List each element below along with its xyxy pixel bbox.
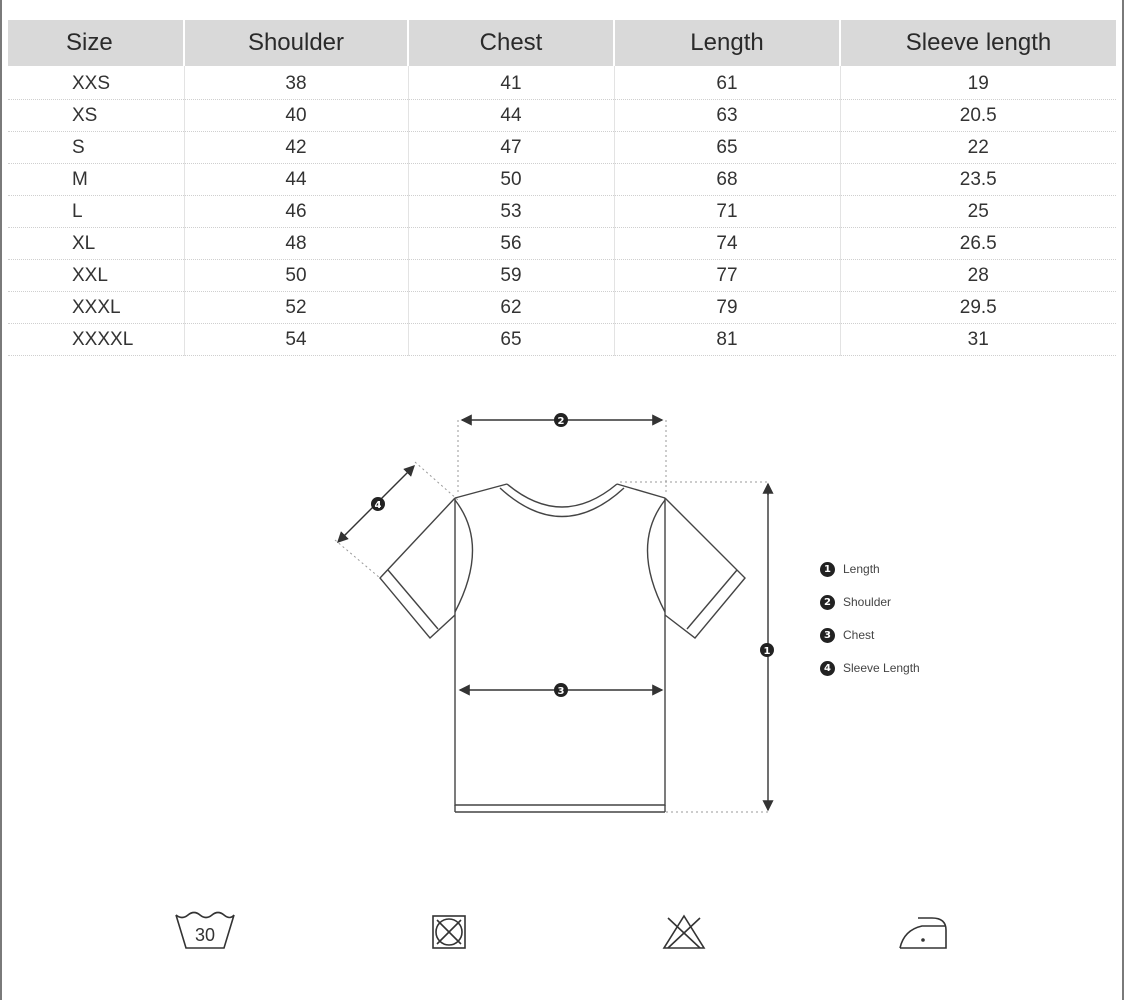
cell-length: 71 [614,195,841,228]
svg-text:1: 1 [764,646,771,657]
table-header-row: Size Shoulder Chest Length Sleeve length [8,20,1116,66]
cell-shoulder: 40 [184,99,409,132]
cell-chest: 41 [408,66,615,100]
cell-chest: 53 [408,195,615,228]
cell-size: M [8,163,185,196]
cell-chest: 65 [408,323,615,356]
cell-sleeve-length: 20.5 [840,99,1116,132]
cell-size: XS [8,99,185,132]
legend-item-sleeve-length: 4 Sleeve Length [820,661,920,694]
header-chest: Chest [408,20,615,66]
marker-length: 1 [760,643,774,657]
iron-low-icon [899,917,947,949]
marker-shoulder: 2 [554,413,568,427]
cell-shoulder: 48 [184,227,409,260]
cell-length: 77 [614,259,841,292]
cell-shoulder: 46 [184,195,409,228]
cell-shoulder: 44 [184,163,409,196]
sleeve-arrow-bottom [337,531,349,543]
guide-lines [334,420,770,813]
svg-text:3: 3 [558,686,565,697]
header-size: Size [8,20,185,66]
svg-text:30: 30 [195,925,215,945]
legend-item-length: 1 Length [820,562,920,595]
cell-size: XXS [8,66,185,100]
cell-sleeve-length: 31 [840,323,1116,356]
cell-size: XL [8,227,185,260]
legend-number: 1 [820,562,835,577]
cell-sleeve-length: 19 [840,66,1116,100]
cell-size: XXXL [8,291,185,324]
cell-length: 61 [614,66,841,100]
cell-size: XXXXL [8,323,185,356]
cell-chest: 44 [408,99,615,132]
marker-sleeve: 4 [371,497,385,511]
header-length: Length [614,20,841,66]
cell-sleeve-length: 28 [840,259,1116,292]
cell-sleeve-length: 26.5 [840,227,1116,260]
cell-shoulder: 50 [184,259,409,292]
cell-chest: 50 [408,163,615,196]
cell-chest: 47 [408,131,615,164]
cell-sleeve-length: 23.5 [840,163,1116,196]
header-sleeve-length: Sleeve length [840,20,1116,66]
cell-shoulder: 38 [184,66,409,100]
cell-size: S [8,131,185,164]
legend-number: 2 [820,595,835,610]
cell-shoulder: 52 [184,291,409,324]
cell-chest: 56 [408,227,615,260]
cell-sleeve-length: 29.5 [840,291,1116,324]
cell-length: 79 [614,291,841,324]
cell-length: 68 [614,163,841,196]
size-chart-table: Size Shoulder Chest Length Sleeve length… [8,20,1116,356]
legend-label: Chest [843,628,875,642]
legend-item-shoulder: 2 Shoulder [820,595,920,628]
legend-item-chest: 3 Chest [820,628,920,661]
header-shoulder: Shoulder [184,20,409,66]
do-not-bleach-icon [662,914,706,949]
legend-label: Length [843,562,880,576]
cell-length: 63 [614,99,841,132]
wash-30-icon: 30 [175,911,235,949]
svg-text:2: 2 [558,416,565,427]
cell-sleeve-length: 22 [840,131,1116,164]
cell-chest: 59 [408,259,615,292]
legend-label: Shoulder [843,595,892,609]
cell-length: 81 [614,323,841,356]
tshirt-outline [379,483,746,813]
cell-length: 74 [614,227,841,260]
cell-chest: 62 [408,291,615,324]
cell-size: L [8,195,185,228]
svg-text:4: 4 [375,500,382,511]
cell-shoulder: 42 [184,131,409,164]
legend-number: 4 [820,661,835,676]
cell-shoulder: 54 [184,323,409,356]
marker-chest: 3 [554,683,568,697]
do-not-tumble-dry-icon [432,915,466,949]
cell-size: XXL [8,259,185,292]
legend-number: 3 [820,628,835,643]
cell-length: 65 [614,131,841,164]
measurement-legend: 1 Length 2 Shoulder 3 Chest 4 Sleeve Len… [820,562,920,694]
legend-label: Sleeve Length [843,661,920,675]
cell-sleeve-length: 25 [840,195,1116,228]
